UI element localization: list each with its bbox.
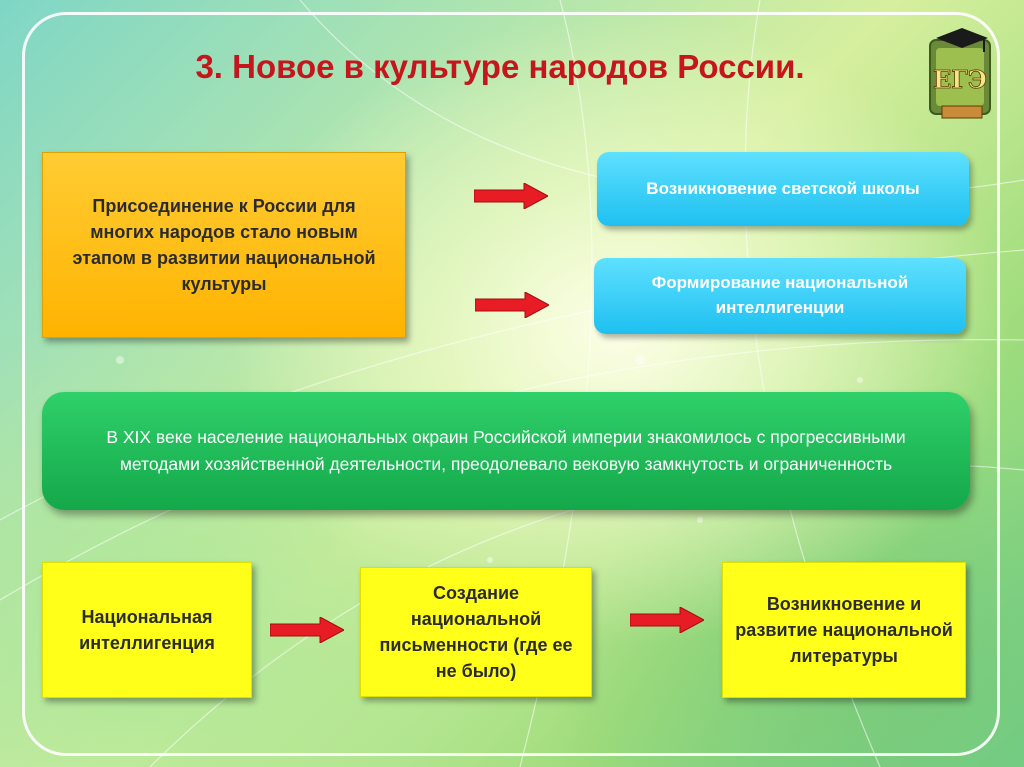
nineteenth-century-box: В XIX веке население национальных окраин… — [42, 392, 970, 510]
national-literature-box: Возникновение и развитие национальной ли… — [722, 562, 966, 698]
slide-title: 3. Новое в культуре народов России. — [195, 48, 805, 85]
right-arrow-icon — [475, 292, 549, 318]
secular-school-text: Возникновение светской школы — [646, 178, 920, 198]
intelligentsia-box: Национальная интеллигенция — [42, 562, 252, 698]
secular-school-box: Возникновение светской школы — [597, 152, 969, 226]
slide-frame — [22, 12, 1000, 756]
nineteenth-century-text: В XIX веке население национальных окраин… — [106, 426, 906, 474]
ege-logo-icon: ЕГЭ — [929, 28, 991, 119]
national-literature-text: Возникновение и развитие национальной ли… — [735, 593, 953, 667]
annexation-text: Присоединение к России для многих народо… — [72, 195, 376, 295]
writing-system-box: Создание национальной письменности (где … — [360, 567, 592, 697]
intelligentsia-text: Национальная интеллигенция — [79, 606, 215, 653]
annexation-box: Присоединение к России для многих народо… — [42, 152, 406, 338]
national-intelligentsia-formation-box: Формирование национальной интеллигенции — [594, 258, 966, 334]
logo-text: ЕГЭ — [933, 65, 987, 94]
right-arrow-icon — [474, 183, 548, 209]
right-arrow-icon — [630, 607, 704, 633]
right-arrow-icon — [270, 617, 344, 643]
national-intelligentsia-formation-text: Формирование национальной интеллигенции — [651, 273, 909, 317]
writing-system-text: Создание национальной письменности (где … — [379, 582, 573, 682]
